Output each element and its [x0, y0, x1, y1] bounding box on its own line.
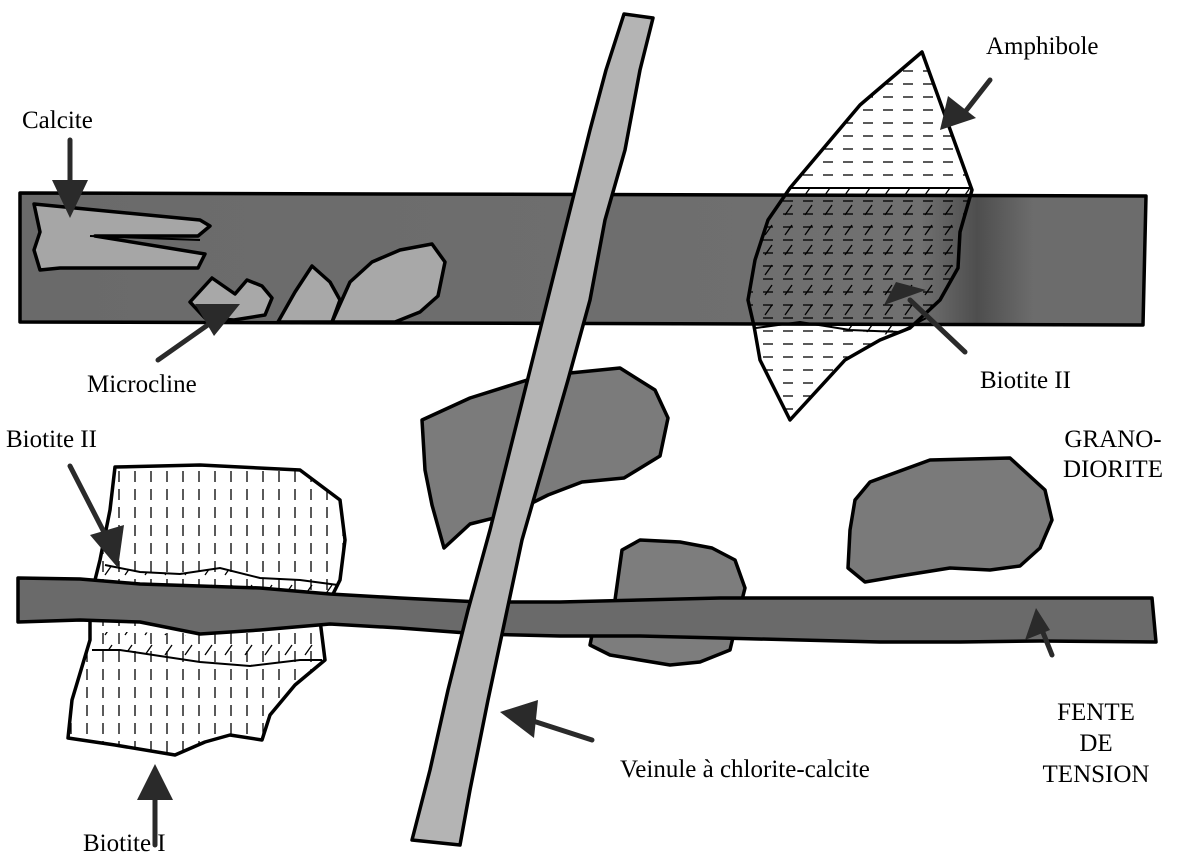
tension-fissure	[18, 578, 1156, 642]
microcline-label: Microcline	[87, 371, 197, 398]
calcite-label: Calcite	[22, 107, 93, 134]
biotite-i-label: Biotite I	[83, 830, 166, 857]
amphibole-arrow	[940, 80, 990, 130]
fente-label-line3: TENSION	[1043, 761, 1150, 788]
granodiorite-label-line2: DIORITE	[1063, 456, 1163, 483]
fente-label-line1: FENTE	[1057, 699, 1135, 726]
veinule-arrow	[500, 700, 592, 740]
biotite-ii-upper-label: Biotite II	[980, 367, 1071, 394]
granodiorite-label-line1: GRANO-	[1064, 426, 1161, 453]
biotite-ii-lower-label: Biotite II	[6, 426, 97, 453]
veinule-label: Veinule à chlorite-calcite	[620, 756, 870, 783]
medium-grain	[848, 458, 1052, 582]
amphibole-label: Amphibole	[986, 33, 1099, 60]
fente-label-line2: DE	[1079, 730, 1112, 757]
